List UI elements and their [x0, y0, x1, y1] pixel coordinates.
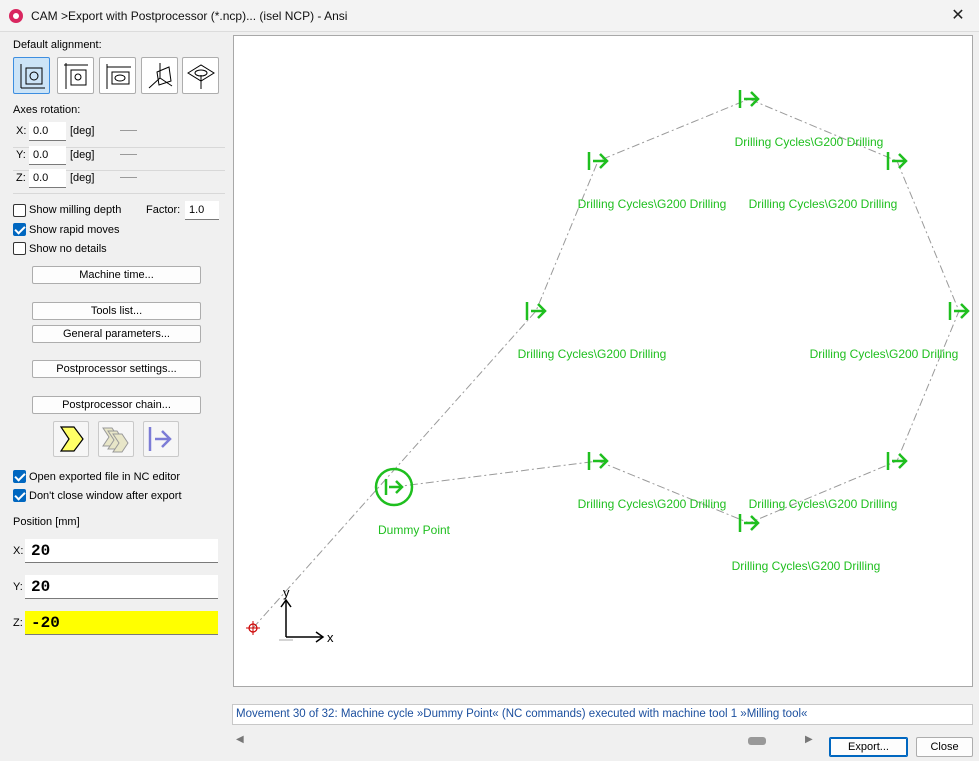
drilling-cycle-icon[interactable]: [587, 152, 609, 170]
drilling-cycle-label: Drilling Cycles\G200 Drilling: [578, 497, 727, 511]
show-rapid-moves-label: Show rapid moves: [29, 224, 120, 236]
align-xz-front-button[interactable]: [99, 57, 136, 94]
rotation-y-indicator: [120, 154, 137, 155]
drilling-cycle-icon[interactable]: [738, 514, 760, 532]
open-exported-checkbox[interactable]: [13, 470, 26, 483]
run-all-button[interactable]: [98, 421, 134, 457]
drilling-cycle-icon[interactable]: [886, 152, 908, 170]
scroll-left-arrow[interactable]: ◀: [236, 734, 244, 745]
align-xy-front-icon: [64, 63, 88, 89]
run-step-button[interactable]: [53, 421, 89, 457]
title-bar: CAM >Export with Postprocessor (*.ncp)..…: [0, 0, 979, 32]
align-iso-left-button[interactable]: [141, 57, 178, 94]
drilling-cycle-icon[interactable]: [886, 452, 908, 470]
export-arrow-button[interactable]: [143, 421, 179, 457]
dummy-point-label: Dummy Point: [378, 523, 451, 537]
postprocessor-settings-button[interactable]: Postprocessor settings...: [32, 360, 201, 378]
divider: [13, 170, 225, 171]
rotation-x-unit: [deg]: [70, 125, 95, 137]
rapid-move-line: [252, 98, 960, 629]
open-exported-label: Open exported file in NC editor: [29, 471, 181, 483]
position-label: Position [mm]: [13, 516, 80, 528]
origin-marker-icon: [246, 621, 260, 635]
window-close-button[interactable]: ✕: [951, 7, 965, 24]
postprocessor-chain-button[interactable]: Postprocessor chain...: [32, 396, 201, 414]
rotation-z-unit: [deg]: [70, 172, 95, 184]
position-y-field[interactable]: 20: [25, 575, 218, 599]
scroll-thumb[interactable]: [748, 737, 766, 745]
show-milling-depth-checkbox[interactable]: [13, 204, 26, 217]
drilling-cycle-label: Drilling Cycles\G200 Drilling: [749, 197, 898, 211]
default-alignment-label: Default alignment:: [13, 39, 102, 51]
axes-rotation-label: Axes rotation:: [13, 104, 81, 116]
axis-x-label: x: [327, 630, 334, 645]
show-milling-depth-label: Show milling depth: [29, 204, 122, 216]
show-no-details-checkbox[interactable]: [13, 242, 26, 255]
rotation-y-label: Y:: [16, 149, 26, 161]
rapid-move-paths: [252, 98, 960, 629]
drilling-cycle-icon[interactable]: [587, 452, 609, 470]
close-button[interactable]: Close: [916, 737, 973, 757]
rapid-move-line: [597, 460, 750, 524]
drilling-cycle-label: Drilling Cycles\G200 Drilling: [749, 497, 898, 511]
position-z-field[interactable]: -20: [25, 611, 218, 635]
align-xy-top-icon: [20, 64, 45, 89]
align-xz-front-icon: [106, 64, 131, 89]
position-z-label: Z:: [13, 617, 23, 629]
status-message: Movement 30 of 32: Machine cycle »Dummy …: [232, 704, 973, 725]
dont-close-label: Don't close window after export: [29, 490, 182, 502]
general-parameters-button[interactable]: General parameters...: [32, 325, 201, 343]
align-iso-left-icon: [148, 63, 173, 89]
align-xy-top-button[interactable]: [13, 57, 50, 94]
align-iso-right-icon: [187, 64, 215, 89]
divider: [13, 193, 225, 194]
rotation-z-input[interactable]: 0.0: [29, 169, 66, 188]
align-xy-front-button[interactable]: [57, 57, 94, 94]
rotation-x-input[interactable]: 0.0: [29, 122, 66, 141]
rotation-x-label: X:: [16, 125, 27, 137]
axis-indicator: [279, 598, 325, 643]
rotation-y-unit: [deg]: [70, 149, 95, 161]
show-rapid-moves-checkbox[interactable]: [13, 223, 26, 236]
drilling-cycle-icon[interactable]: [738, 90, 760, 108]
rotation-z-label: Z:: [16, 172, 26, 184]
tools-list-button[interactable]: Tools list...: [32, 302, 201, 320]
app-icon: [9, 9, 23, 23]
show-no-details-label: Show no details: [29, 243, 107, 255]
divider: [13, 147, 225, 148]
factor-label: Factor:: [146, 204, 181, 216]
align-iso-right-button[interactable]: [182, 57, 219, 94]
rotation-y-input[interactable]: 0.0: [29, 146, 66, 165]
position-x-label: X:: [13, 545, 24, 557]
chevron-multi-icon: [102, 427, 129, 453]
drilling-cycle-icon[interactable]: [525, 302, 547, 320]
window-title: CAM >Export with Postprocessor (*.ncp)..…: [31, 9, 348, 23]
position-y-label: Y:: [13, 581, 23, 593]
export-arrow-icon: [148, 427, 172, 451]
drilling-cycle-label: Drilling Cycles\G200 Drilling: [735, 135, 884, 149]
scroll-right-arrow[interactable]: ▶: [805, 734, 813, 745]
chevron-step-icon: [59, 426, 84, 452]
drilling-cycle-label: Drilling Cycles\G200 Drilling: [732, 559, 881, 573]
rapid-move-line: [393, 460, 599, 488]
factor-input[interactable]: 1.0: [185, 201, 219, 220]
axis-y-label: y: [283, 585, 290, 600]
export-button[interactable]: Export...: [829, 737, 908, 757]
drilling-cycle-label: Drilling Cycles\G200 Drilling: [810, 347, 959, 361]
drilling-cycle-icon[interactable]: [948, 302, 970, 320]
drilling-cycle-label: Drilling Cycles\G200 Drilling: [578, 197, 727, 211]
machine-time-button[interactable]: Machine time...: [32, 266, 201, 284]
drilling-cycle-label: Drilling Cycles\G200 Drilling: [518, 347, 667, 361]
rotation-x-indicator: [120, 130, 137, 131]
dummy-point-marker[interactable]: [374, 467, 414, 507]
dont-close-checkbox[interactable]: [13, 489, 26, 502]
position-x-field[interactable]: 20: [25, 539, 218, 563]
rotation-z-indicator: [120, 177, 137, 178]
